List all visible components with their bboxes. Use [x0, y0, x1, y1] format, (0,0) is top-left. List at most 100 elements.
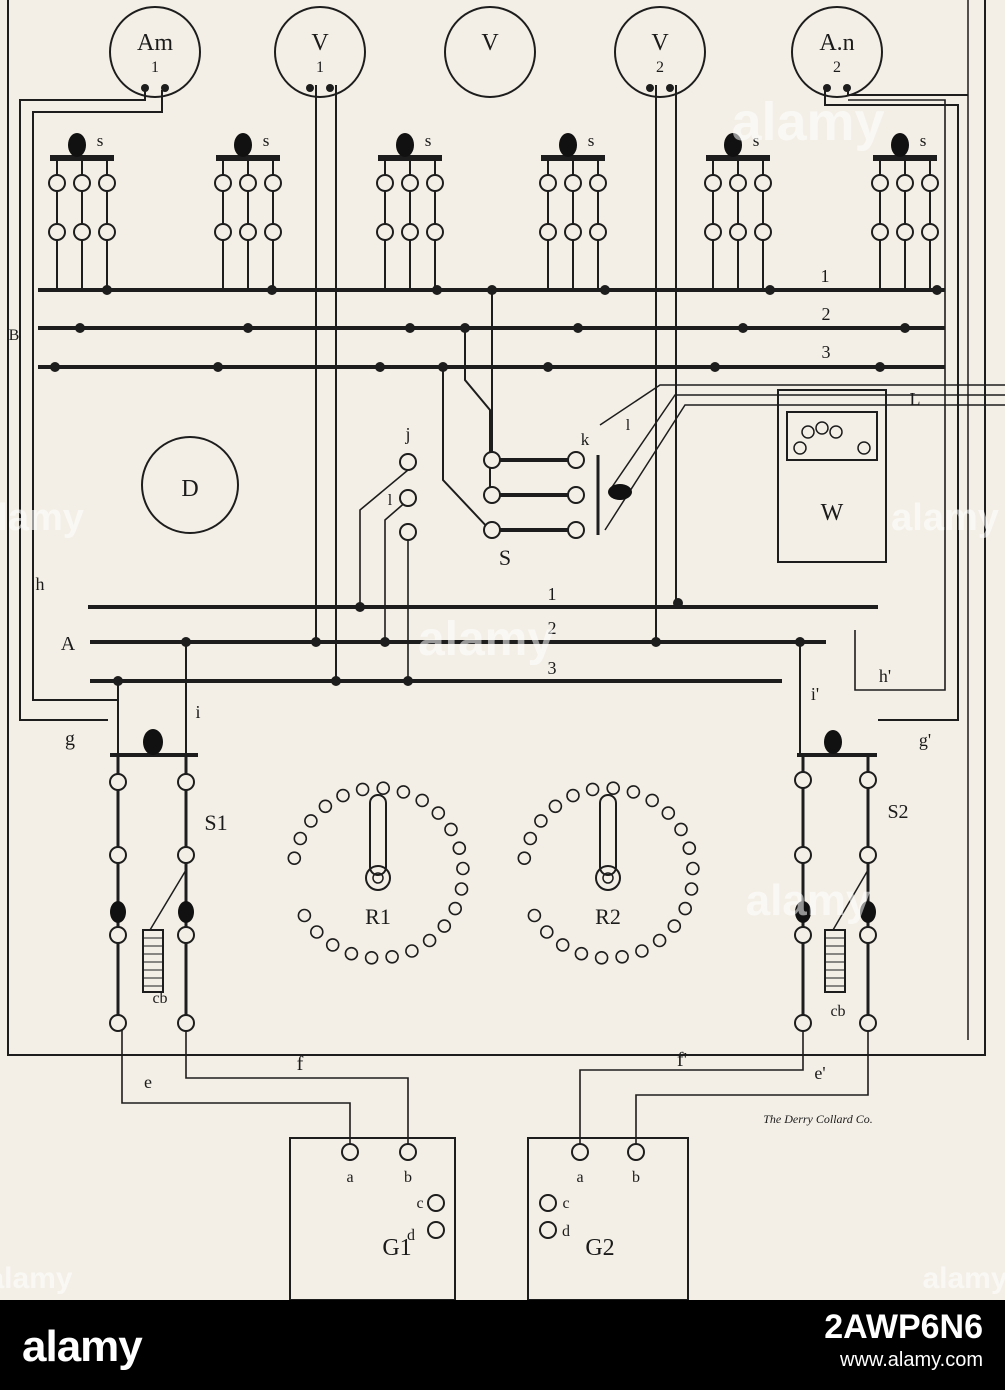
switch-terminal-bottom-6-1 [871, 223, 889, 241]
open-terminal-2 [399, 489, 417, 507]
rheostat-2-contact-19 [615, 949, 629, 964]
lead-ammeter-2-g [824, 90, 959, 721]
junction-dot-29 [113, 676, 123, 686]
junction-dot-12 [438, 362, 448, 372]
image-id: 2AWP6N6 [824, 1308, 983, 1346]
switch-terminal-top-6-1 [871, 174, 889, 192]
s1-cb-link [149, 869, 187, 931]
rheostat-1-contact-9 [415, 793, 430, 808]
junction-dot-11 [460, 323, 470, 333]
switch-label-3: s [425, 131, 432, 150]
meter-terminal-left-1 [141, 84, 149, 92]
open-terminal-27 [399, 1143, 417, 1161]
s-link-2 [464, 328, 491, 495]
s2-cb-coil [824, 929, 846, 993]
switch-bar-1 [50, 155, 114, 161]
open-terminal-15 [177, 926, 195, 944]
meter-number-1: 1 [151, 59, 159, 76]
label-h: h [36, 574, 45, 594]
cb-knob-4 [860, 901, 876, 923]
lead-ammeter-1-h [32, 90, 163, 701]
junction-dot-24 [181, 637, 191, 647]
switch-label-1: s [97, 131, 104, 150]
r1-handle [369, 794, 387, 876]
junction-dot-9 [375, 362, 385, 372]
junction-dot-20 [900, 323, 910, 333]
rheostat-1-contact-24 [297, 908, 312, 923]
feeder-l-2 [609, 394, 1005, 491]
generator-g2-box [527, 1137, 689, 1300]
open-terminal-26 [341, 1143, 359, 1161]
watermark-7: alamy [922, 1262, 1005, 1295]
cb-knob-2 [178, 901, 194, 923]
switch-terminal-top-5-1 [704, 174, 722, 192]
rheostat-2-contact-17 [652, 933, 667, 948]
s2-cb-link [832, 869, 869, 931]
label-W: W [821, 500, 844, 526]
rheostat-1-hub-center [372, 872, 384, 884]
rheostat-2-contact-7 [606, 781, 621, 796]
junction-dot-6 [213, 362, 223, 372]
rheostat-2-contact-4 [548, 799, 563, 814]
rheostat-1-contact-12 [452, 841, 467, 856]
s1-cb-coil [142, 929, 164, 993]
footer-bar: alamy 2AWP6N6 www.alamy.com [0, 1300, 1005, 1390]
dynamo-circle-d [141, 436, 239, 534]
terminals-layer [50, 285, 942, 1239]
open-terminal-29 [427, 1221, 445, 1239]
publisher-credit: The Derry Collard Co. [763, 1112, 873, 1126]
rheostat-1-contact-17 [422, 933, 437, 948]
junction-dot-10 [487, 285, 497, 295]
meter-symbol-2: V [311, 30, 329, 56]
rheostat-2-contact-24 [527, 908, 542, 923]
rheostat-1-contact-14 [454, 882, 469, 896]
label-G2: G2 [585, 1235, 614, 1261]
switch-terminal-top-4-3 [589, 174, 607, 192]
switch-terminal-top-1-1 [48, 174, 66, 192]
label-S1: S1 [204, 810, 227, 835]
switch-label-4: s [588, 131, 595, 150]
r2-handle [599, 794, 617, 876]
junction-dot-3 [50, 362, 60, 372]
meter-terminal-right-5 [843, 84, 851, 92]
cb-knob-1 [110, 901, 126, 923]
diagram-paper [0, 0, 1005, 1300]
open-terminal-33 [539, 1221, 557, 1239]
junction-dot-5 [243, 323, 253, 333]
rheostat-2-hub-center [602, 872, 614, 884]
footer-brand: alamy [22, 1322, 143, 1371]
label-i-prime: i' [811, 684, 819, 704]
junction-dot-18 [710, 362, 720, 372]
label-e: e [144, 1072, 152, 1092]
label-G1: G1 [382, 1235, 411, 1261]
rheostat-1-contact-3 [304, 814, 318, 828]
lead-h-prime [848, 99, 946, 691]
switch-terminal-bottom-1-2 [73, 223, 91, 241]
junction-dot-21 [875, 362, 885, 372]
switch-terminal-top-4-2 [564, 174, 582, 192]
switch-terminal-top-2-3 [264, 174, 282, 192]
switch-terminal-top-1-3 [98, 174, 116, 192]
s-handle-knob [608, 484, 632, 500]
switch-terminal-bottom-2-2 [239, 223, 257, 241]
open-terminal-19 [859, 771, 877, 789]
switch-terminal-top-3-1 [376, 174, 394, 192]
rheostat-1-contact-6 [355, 782, 370, 797]
open-terminal-22 [794, 926, 812, 944]
s2-knob [824, 730, 842, 754]
rheostat-1-contact-2 [293, 831, 308, 846]
label-g-prime: g' [919, 730, 931, 750]
rheostat-1-contact-18 [405, 944, 419, 958]
label-cb-s2: cb [830, 1003, 845, 1020]
open-terminal-16 [109, 1014, 127, 1032]
label-A: A [61, 633, 76, 655]
rheostat-2-contact-15 [678, 901, 693, 916]
wattmeter-dial-5 [857, 441, 871, 455]
switch-terminal-top-4-1 [539, 174, 557, 192]
meter-symbol-3: V [481, 30, 499, 56]
wattmeter-dial-2 [815, 421, 829, 435]
switch-label-2: s [263, 131, 270, 150]
meter-terminal-left-5 [823, 84, 831, 92]
rheostat-1-contact-11 [444, 822, 458, 837]
